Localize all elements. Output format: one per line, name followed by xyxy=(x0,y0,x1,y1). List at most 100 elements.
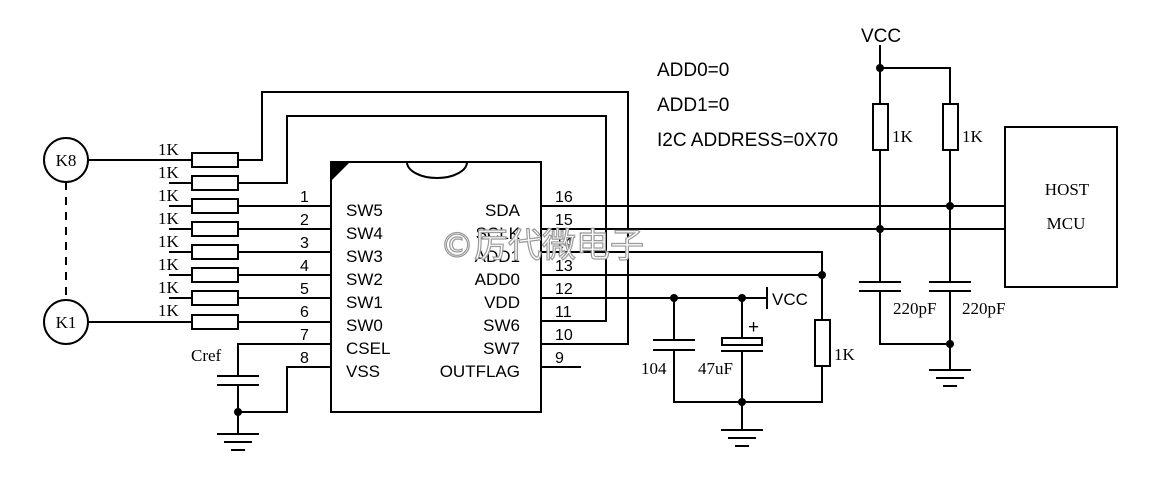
capacitor-104: 104 xyxy=(641,297,823,403)
svg-text:K8: K8 xyxy=(56,151,77,170)
svg-text:4: 4 xyxy=(300,258,309,275)
svg-text:8: 8 xyxy=(300,350,309,367)
vcc-pullup-rail: VCC xyxy=(861,26,951,105)
bus-capacitor-sda: 220pF xyxy=(929,281,1005,371)
svg-text:SW5: SW5 xyxy=(346,201,383,220)
svg-text:ADD1=0: ADD1=0 xyxy=(657,95,729,116)
svg-text:SDA: SDA xyxy=(485,201,521,220)
cref-capacitor: Cref xyxy=(191,343,332,435)
svg-text:2: 2 xyxy=(300,212,309,229)
svg-text:13: 13 xyxy=(555,258,573,275)
watermark-logo: ©厉代微电子 xyxy=(440,226,644,266)
ic-left-pin-7: 7 CSEL xyxy=(300,327,390,358)
ic-left-pin-3: 3 SW3 xyxy=(300,235,383,266)
svg-text:VCC: VCC xyxy=(861,26,901,47)
sw6-loop-wire xyxy=(237,115,607,322)
ic-right-pin-16: 16 SDA xyxy=(485,189,573,220)
svg-text:1K: 1K xyxy=(158,186,180,205)
add0-resistor: 1K xyxy=(814,319,856,367)
svg-text:1K: 1K xyxy=(962,127,984,146)
host-mcu-block: HOST MCU xyxy=(1004,126,1118,288)
svg-text:SW7: SW7 xyxy=(483,339,520,358)
svg-text:1K: 1K xyxy=(834,345,856,364)
svg-text:5: 5 xyxy=(300,281,309,298)
sw7-loop-wire xyxy=(237,91,629,345)
ic-right-pin-10: 10 SW7 xyxy=(483,327,573,358)
svg-text:ADD1: ADD1 xyxy=(475,247,520,266)
ic-right-pin-12: 12 VDD xyxy=(484,281,573,312)
svg-text:1K: 1K xyxy=(158,278,180,297)
svg-text:ADD0: ADD0 xyxy=(475,270,520,289)
svg-text:1: 1 xyxy=(300,189,309,206)
bus-capacitor-sclk: 220pF xyxy=(859,281,951,345)
svg-text:47uF: 47uF xyxy=(698,359,733,378)
ic-right-pin-13: 13 ADD0 xyxy=(475,258,573,289)
svg-text:SW0: SW0 xyxy=(346,316,383,335)
ic-right-pin-15: 15 SCLK xyxy=(476,212,573,243)
svg-text:MCU: MCU xyxy=(1047,214,1086,233)
key-k1: K1 xyxy=(43,299,89,345)
svg-text:6: 6 xyxy=(300,304,309,321)
ic-right-pin-11: 11 SW6 xyxy=(483,304,572,335)
svg-text:104: 104 xyxy=(641,359,667,378)
svg-text:OUTFLAG: OUTFLAG xyxy=(440,362,520,381)
ic-left-pin-1: 1 SW5 xyxy=(300,189,383,220)
left-pin-wires xyxy=(237,205,332,323)
svg-text:1K: 1K xyxy=(158,163,180,182)
svg-text:CSEL: CSEL xyxy=(346,339,390,358)
key-k8: K8 xyxy=(43,137,89,183)
svg-text:SW3: SW3 xyxy=(346,247,383,266)
svg-text:12: 12 xyxy=(555,281,573,298)
svg-text:7: 7 xyxy=(300,327,309,344)
svg-text:9: 9 xyxy=(555,350,564,367)
ic-left-pin-2: 2 SW4 xyxy=(300,212,383,243)
svg-text:HOST: HOST xyxy=(1045,180,1090,199)
svg-text:220pF: 220pF xyxy=(962,299,1005,318)
svg-text:Cref: Cref xyxy=(191,346,222,365)
svg-text:SW2: SW2 xyxy=(346,270,383,289)
svg-text:15: 15 xyxy=(555,212,573,229)
ic-left-pin-8: 8 VSS xyxy=(300,350,380,381)
add1-line xyxy=(540,251,823,321)
svg-text:1K: 1K xyxy=(158,301,180,320)
svg-text:I2C ADDRESS=0X70: I2C ADDRESS=0X70 xyxy=(657,130,838,151)
ic-body xyxy=(330,160,542,413)
svg-text:10: 10 xyxy=(555,327,573,344)
svg-text:VSS: VSS xyxy=(346,362,380,381)
svg-text:1K: 1K xyxy=(158,140,180,159)
svg-text:1K: 1K xyxy=(158,209,180,228)
address-notes: ADD0=0 ADD1=0 I2C ADDRESS=0X70 xyxy=(657,60,838,151)
svg-text:3: 3 xyxy=(300,235,309,252)
svg-text:ADD0=0: ADD0=0 xyxy=(657,60,729,81)
pullup-resistor-sda: 1K xyxy=(942,103,984,283)
ground-symbol-decoupling xyxy=(721,429,763,447)
svg-text:K1: K1 xyxy=(56,313,77,332)
capacitor-47uf: + 47uF xyxy=(698,297,763,431)
svg-text:+: + xyxy=(748,317,759,338)
svg-text:SW4: SW4 xyxy=(346,224,383,243)
svg-text:SCLK: SCLK xyxy=(476,224,521,243)
svg-text:SW6: SW6 xyxy=(483,316,520,335)
ic-right-pin-9: 9 OUTFLAG xyxy=(440,350,564,381)
svg-text:16: 16 xyxy=(555,189,573,206)
svg-text:VCC: VCC xyxy=(772,290,808,309)
svg-text:1K: 1K xyxy=(158,255,180,274)
svg-text:1K: 1K xyxy=(158,232,180,251)
ic-right-pin-14: 14 ADD1 xyxy=(475,235,573,266)
ic-left-pin-6: 6 SW0 xyxy=(300,304,383,335)
add0-line xyxy=(540,271,826,279)
svg-text:VDD: VDD xyxy=(484,293,520,312)
ic-left-pin-4: 4 SW2 xyxy=(300,258,383,289)
key-resistor-labels: 1K 1K 1K 1K 1K 1K 1K 1K xyxy=(158,140,180,320)
vdd-line: VCC xyxy=(540,287,808,309)
svg-text:SW1: SW1 xyxy=(346,293,383,312)
svg-text:11: 11 xyxy=(555,304,572,321)
ground-symbol-cref xyxy=(217,433,259,451)
svg-text:220pF: 220pF xyxy=(893,299,936,318)
svg-text:14: 14 xyxy=(555,235,573,252)
ground-symbol-bus xyxy=(929,369,971,387)
pullup-resistor-sclk: 1K xyxy=(872,103,914,283)
svg-text:1K: 1K xyxy=(892,127,914,146)
ic-left-pin-5: 5 SW1 xyxy=(300,281,383,312)
